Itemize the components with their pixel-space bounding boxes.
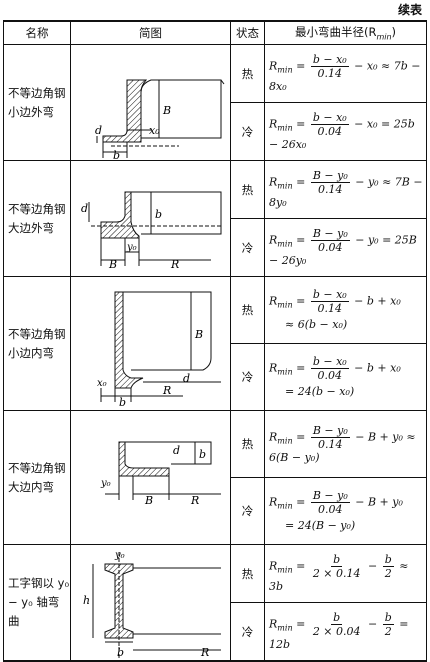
state-cold: 冷 — [230, 477, 265, 545]
state-cold: 冷 — [230, 602, 265, 662]
row-name: 工字钢以 y₀− y₀ 轴弯曲 — [3, 544, 71, 662]
svg-text:R: R — [190, 494, 199, 507]
continued-table-label: 续表 — [397, 3, 422, 17]
state-cold: 冷 — [230, 102, 265, 161]
svg-text:b: b — [113, 149, 120, 160]
svg-text:d: d — [95, 124, 102, 137]
diagram-i-beam: y₀ h b R — [70, 544, 231, 662]
table-row: 不等边角钢小边外弯 B d b x₀ 热 Rmin — [3, 44, 427, 161]
svg-text:y₀: y₀ — [126, 242, 137, 253]
svg-text:b: b — [117, 646, 124, 659]
state-hot: 热 — [230, 410, 265, 478]
svg-text:B: B — [108, 258, 117, 271]
svg-text:b: b — [199, 448, 206, 461]
svg-text:d: d — [81, 202, 88, 215]
svg-text:h: h — [83, 594, 90, 607]
header-state: 状态 — [230, 20, 265, 45]
diagram-small-leg-inward: B x₀ b R d — [70, 276, 231, 411]
header-name: 名称 — [3, 20, 71, 45]
state-hot: 热 — [230, 276, 265, 344]
svg-text:R: R — [200, 646, 209, 659]
table-row: 不等边角钢小边内弯 B x₀ b R d 热 — [3, 276, 427, 411]
header-row: 名称 简图 状态 最小弯曲半径(Rmin) — [3, 20, 427, 45]
svg-text:b: b — [119, 396, 126, 409]
state-cold: 冷 — [230, 218, 265, 277]
svg-text:B: B — [194, 328, 203, 341]
svg-text:b: b — [155, 208, 162, 221]
svg-text:R: R — [162, 384, 171, 397]
diagram-large-leg-outward: b d B y₀ R — [70, 160, 231, 277]
label-B: B — [162, 104, 171, 117]
table-row: 不等边角钢大边内弯 b y₀ B R d 热 Rmi — [3, 410, 427, 545]
svg-text:d: d — [173, 444, 180, 457]
diagram-small-leg-outward: B d b x₀ — [70, 44, 231, 161]
state-hot: 热 — [230, 44, 265, 103]
header-radius: 最小弯曲半径(Rmin) — [264, 20, 427, 45]
state-hot: 热 — [230, 160, 265, 219]
diagram-large-leg-inward: b y₀ B R d — [70, 410, 231, 545]
svg-text:B: B — [144, 494, 153, 507]
svg-text:d: d — [183, 372, 190, 385]
row-name: 不等边角钢小边内弯 — [3, 276, 71, 411]
svg-text:y₀: y₀ — [100, 478, 111, 489]
bending-radius-table: 名称 简图 状态 最小弯曲半径(Rmin) 不等边角钢小边外弯 B d — [3, 20, 427, 662]
row-name: 不等边角钢大边外弯 — [3, 160, 71, 277]
svg-text:x₀: x₀ — [97, 378, 107, 389]
state-hot: 热 — [230, 544, 265, 603]
state-cold: 冷 — [230, 343, 265, 411]
svg-text:y₀: y₀ — [114, 550, 125, 561]
header-figure: 简图 — [70, 20, 231, 45]
table-row: 不等边角钢大边外弯 b d B y₀ R — [3, 160, 427, 277]
svg-text:x₀: x₀ — [149, 124, 160, 137]
row-name: 不等边角钢大边内弯 — [3, 410, 71, 545]
row-name: 不等边角钢小边外弯 — [3, 44, 71, 161]
svg-text:R: R — [170, 258, 179, 271]
